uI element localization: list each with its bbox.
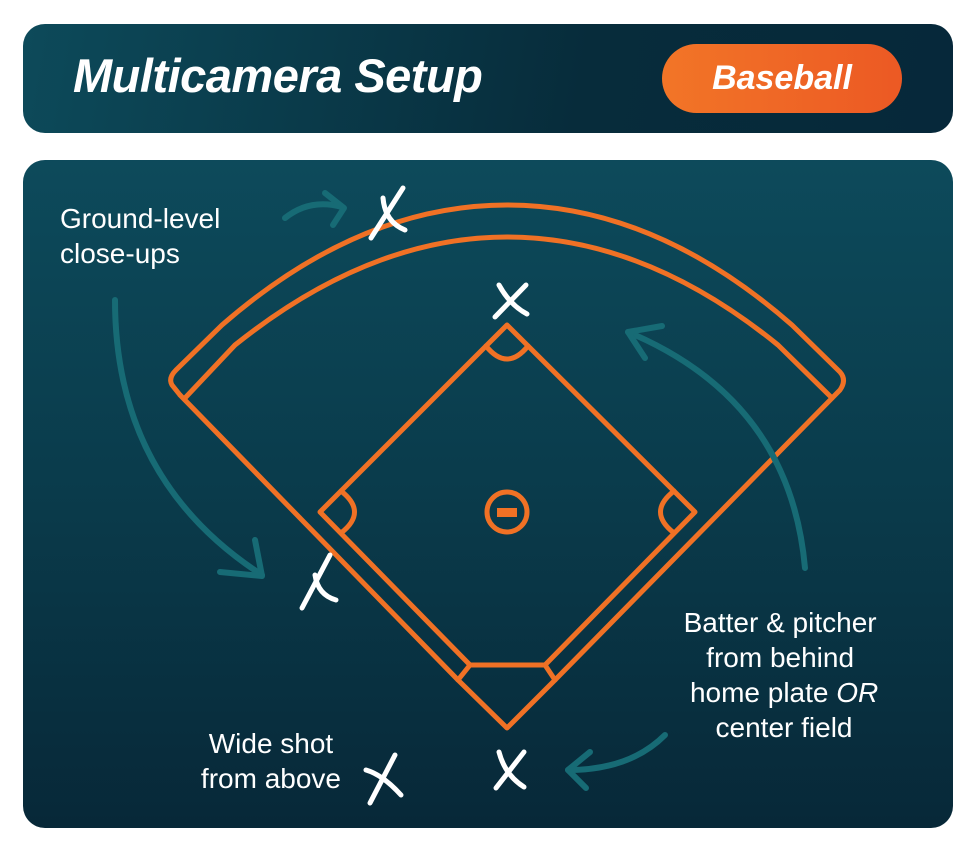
- outfield-wall-outer: [168, 202, 846, 683]
- first-base-arc: [658, 488, 677, 536]
- sport-badge: Baseball: [662, 44, 902, 113]
- camera-mark-left-icon: [299, 552, 339, 611]
- third-base-arc: [338, 488, 357, 536]
- label-batter-pitcher: Batter & pitcher from behind home plate …: [684, 607, 886, 743]
- camera-mark-home-icon: [493, 749, 527, 791]
- arrow-ground-level-icon: [282, 190, 347, 228]
- arrow-left-curve-icon: [112, 297, 265, 579]
- header-banner: Multicamera Setup Baseball: [23, 24, 953, 133]
- second-base-arc: [483, 343, 531, 362]
- label-wide-shot: Wide shot from above: [201, 728, 341, 794]
- page-title: Multicamera Setup: [73, 49, 483, 102]
- pitchers-rubber: [497, 508, 517, 517]
- camera-mark-center-icon: [492, 282, 530, 320]
- camera-mark-ground-level-icon: [368, 185, 408, 241]
- label-ground-level: Ground-level close-ups: [60, 203, 228, 269]
- home-plate-area: [455, 662, 558, 731]
- diagram-panel: [23, 160, 953, 828]
- outfield-wall-inner: [182, 234, 835, 401]
- left-foul-line: [177, 392, 461, 683]
- arrow-right-curve-icon: [625, 323, 808, 571]
- infield-diamond: [317, 322, 698, 668]
- arrow-bottom-curve-icon: [565, 732, 668, 791]
- camera-mark-wide-icon: [363, 752, 404, 806]
- pitchers-mound: [484, 489, 530, 535]
